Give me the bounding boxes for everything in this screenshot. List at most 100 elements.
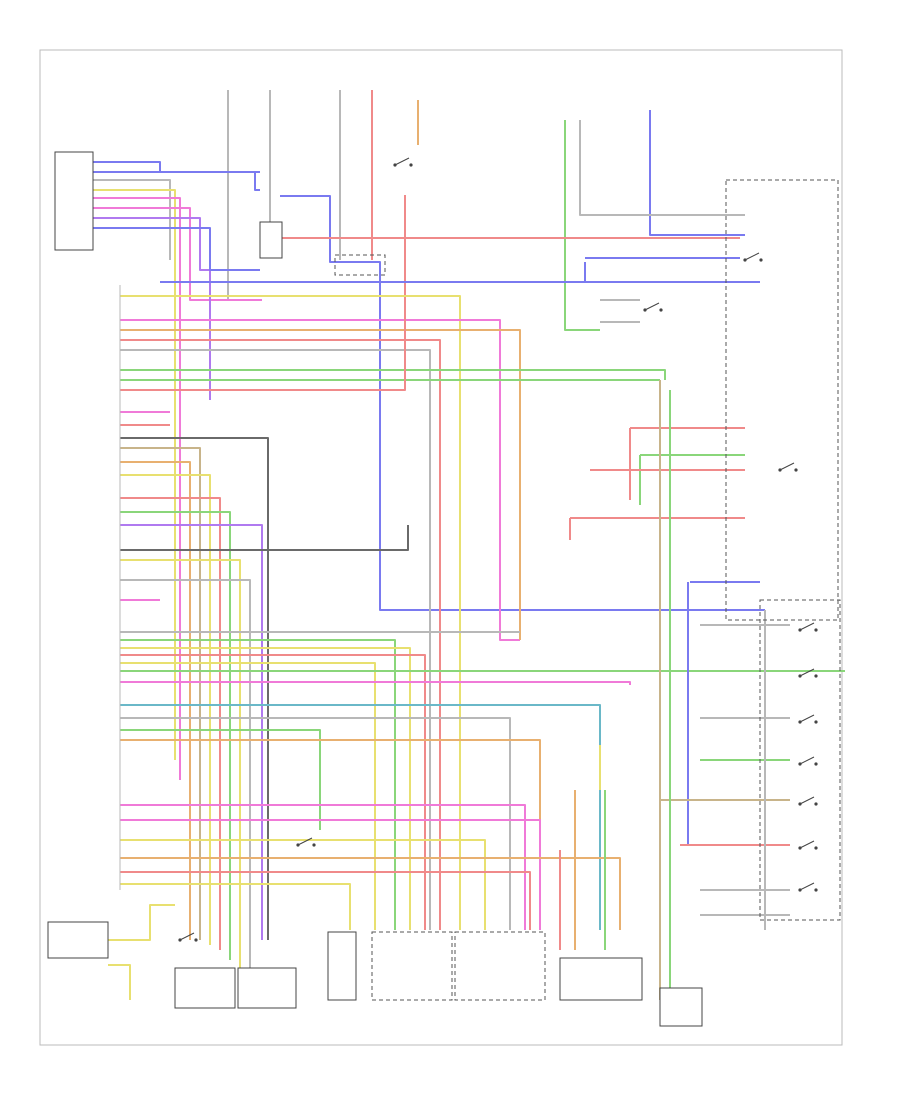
wire-green-54 [120, 729, 321, 830]
wire-yellow-84 [108, 964, 131, 1000]
wire-yellow-49 [120, 662, 376, 930]
pressure-control-box [454, 931, 546, 1001]
mode-switch-4-pin-1 [814, 802, 818, 806]
mode-switch-2-pin-1 [814, 720, 818, 724]
wires [93, 90, 845, 1000]
selector-switch-1-pin-1 [759, 258, 763, 262]
wire-yellow-37 [120, 474, 211, 945]
mode-switch-2 [799, 714, 815, 723]
components [47, 151, 841, 1027]
wire-dark-34 [120, 437, 269, 940]
wire-tan-35 [120, 447, 201, 940]
mode-switch-box [659, 987, 703, 1027]
mode-switch-5-pin-0 [798, 846, 802, 850]
wire-gray-53 [120, 717, 511, 930]
wire-green-6 [564, 120, 600, 331]
wire-red-60 [120, 871, 531, 930]
solenoids-box [371, 931, 453, 1001]
trans-input-box [237, 967, 297, 1009]
trans-range-box [327, 931, 357, 1001]
ground-block [334, 254, 386, 276]
wire-blue-18 [280, 195, 765, 611]
wire-gray-8 [579, 120, 745, 216]
tcm-box [54, 151, 94, 251]
brake-switch-symbol [394, 157, 410, 166]
wire-dark-41 [120, 525, 409, 551]
mode-switch-0-pin-0 [798, 628, 802, 632]
selector-switch-1 [744, 252, 760, 261]
wire-pink-25 [120, 319, 520, 641]
shift-lock-switch-pin-0 [778, 468, 782, 472]
mode-switch-3 [799, 756, 815, 765]
mode-switch-5-pin-1 [814, 846, 818, 850]
diagram-frame [39, 49, 843, 1046]
wire-orange-59 [120, 857, 621, 930]
selector-switch-2-pin-1 [659, 308, 663, 312]
mode-switch-bank [759, 599, 841, 921]
mode-switch-2-pin-0 [798, 720, 802, 724]
mode-switch-6-pin-0 [798, 888, 802, 892]
brake-switch-symbol-pin-1 [409, 163, 413, 167]
shift-lock-switch [779, 462, 795, 471]
tcm-connector-left [47, 921, 109, 959]
wire-red-27 [120, 339, 441, 930]
speed-sensor-symbol-pin-1 [194, 938, 198, 942]
mode-switch-4 [799, 796, 815, 805]
mode-switch-5 [799, 840, 815, 849]
brake-switch-symbol-pin-0 [393, 163, 397, 167]
selector-switch-1-pin-0 [743, 258, 747, 262]
wire-blue-10 [93, 171, 260, 191]
wire-yellow-42 [120, 559, 241, 970]
mode-switch-3-pin-1 [814, 762, 818, 766]
mode-switch-4-pin-0 [798, 802, 802, 806]
mode-switch-3-pin-0 [798, 762, 802, 766]
ground-switch-symbol [297, 837, 313, 846]
selector-lever-box [725, 179, 839, 621]
selector-switch-2 [644, 302, 660, 311]
engine-control-box [559, 957, 643, 1001]
wire-green-46 [120, 639, 396, 930]
wire-yellow-47 [120, 647, 411, 930]
selector-switch-2-pin-0 [643, 308, 647, 312]
wire-blue-16 [93, 227, 260, 271]
ground-switch-symbol-pin-0 [296, 843, 300, 847]
switch-symbols [178, 157, 818, 942]
wire-orange-36 [120, 461, 191, 940]
mode-switch-1-pin-1 [814, 674, 818, 678]
wire-orange-55 [120, 739, 541, 930]
wire-violet-40 [120, 524, 263, 940]
wire-yellow-12 [93, 189, 176, 760]
wire-yellow-83 [108, 904, 175, 941]
wire-green-29 [120, 369, 666, 380]
mode-switch-0-pin-1 [814, 628, 818, 632]
wire-yellow-61 [120, 883, 351, 930]
wire-gray-28 [120, 349, 431, 930]
mode-switch-1 [799, 668, 815, 677]
wire-pink-56 [120, 804, 526, 930]
wire-pink-13 [93, 197, 181, 780]
wire-violet-15 [93, 217, 211, 400]
wire-green-39 [120, 511, 231, 960]
mode-switch-6-pin-1 [814, 888, 818, 892]
mode-switch-6 [799, 882, 815, 891]
wire-blue-9 [93, 161, 260, 173]
wire-red-31 [120, 300, 406, 391]
wire-red-38 [120, 497, 221, 950]
speed-sensor-symbol-pin-0 [178, 938, 182, 942]
wire-gray-11 [93, 179, 171, 260]
wire-blue-7 [649, 110, 745, 236]
wire-yellow-58 [120, 839, 486, 930]
ground-switch-symbol-pin-1 [312, 843, 316, 847]
speed-sensor-symbol [179, 932, 195, 941]
trans-speed-box [174, 967, 236, 1009]
shift-lock-switch-pin-1 [794, 468, 798, 472]
wire-orange-26 [120, 329, 521, 640]
wire-pink-14 [93, 207, 262, 301]
wire-pink-57 [120, 819, 541, 930]
shift-lock-relay-box [259, 221, 283, 259]
mode-switch-1-pin-0 [798, 674, 802, 678]
wire-cyan-52 [120, 704, 601, 930]
wire-pink-51 [120, 681, 631, 685]
wire-red-48 [120, 654, 426, 930]
